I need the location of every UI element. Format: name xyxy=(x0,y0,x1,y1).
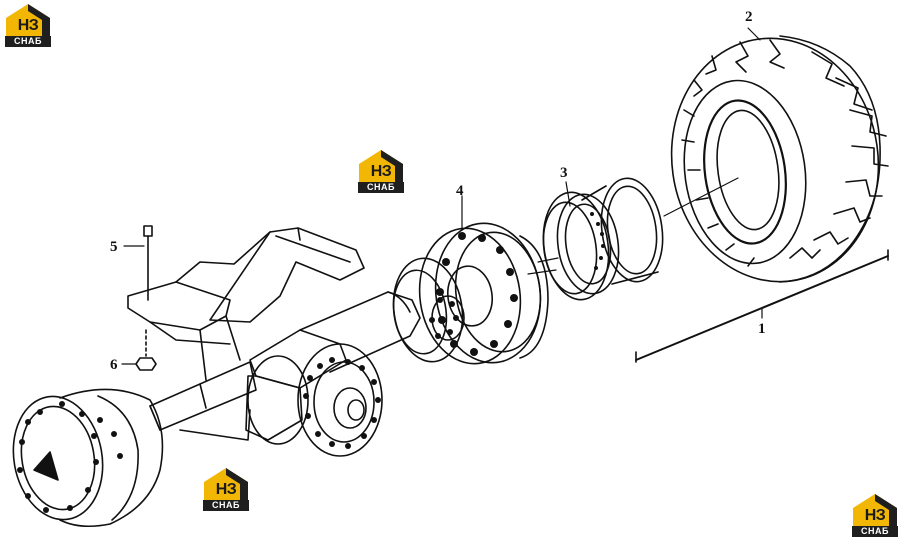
callout-2: 2 xyxy=(745,9,753,25)
rim-drawing xyxy=(542,177,664,301)
axle-housing-drawing xyxy=(12,227,465,528)
callout-5: 5 xyxy=(110,239,118,255)
watermark-logo: НЗ СНАБ xyxy=(2,2,54,48)
logo-sub-text: СНАБ xyxy=(852,526,898,537)
logo-main-text: НЗ xyxy=(17,17,39,34)
callout-4: 4 xyxy=(456,183,464,199)
logo-sub-text: СНАБ xyxy=(203,500,249,511)
house-logo-icon xyxy=(359,150,403,182)
house-logo-icon xyxy=(204,468,248,500)
hub-drawing xyxy=(418,222,549,365)
logo-main-text: НЗ xyxy=(370,163,392,180)
logo-sub-text: СНАБ xyxy=(358,182,404,193)
logo-main-text: НЗ xyxy=(215,481,237,498)
nut-drawing xyxy=(135,329,157,371)
watermark-logo: НЗ СНАБ xyxy=(849,492,901,538)
callout-6: 6 xyxy=(110,357,118,373)
watermark-logo: НЗ СНАБ xyxy=(200,466,252,512)
assembly-bracket xyxy=(635,249,889,363)
house-logo-icon xyxy=(853,494,897,526)
logo-main-text: НЗ xyxy=(864,507,886,524)
callout-1: 1 xyxy=(758,321,766,337)
leader-lines xyxy=(121,27,761,365)
tire-drawing xyxy=(670,35,889,283)
house-logo-icon xyxy=(6,4,50,36)
logo-sub-text: СНАБ xyxy=(5,36,51,47)
bolt-drawing xyxy=(143,225,153,301)
callout-3: 3 xyxy=(560,165,568,181)
watermark-logo: НЗ СНАБ xyxy=(355,148,407,194)
